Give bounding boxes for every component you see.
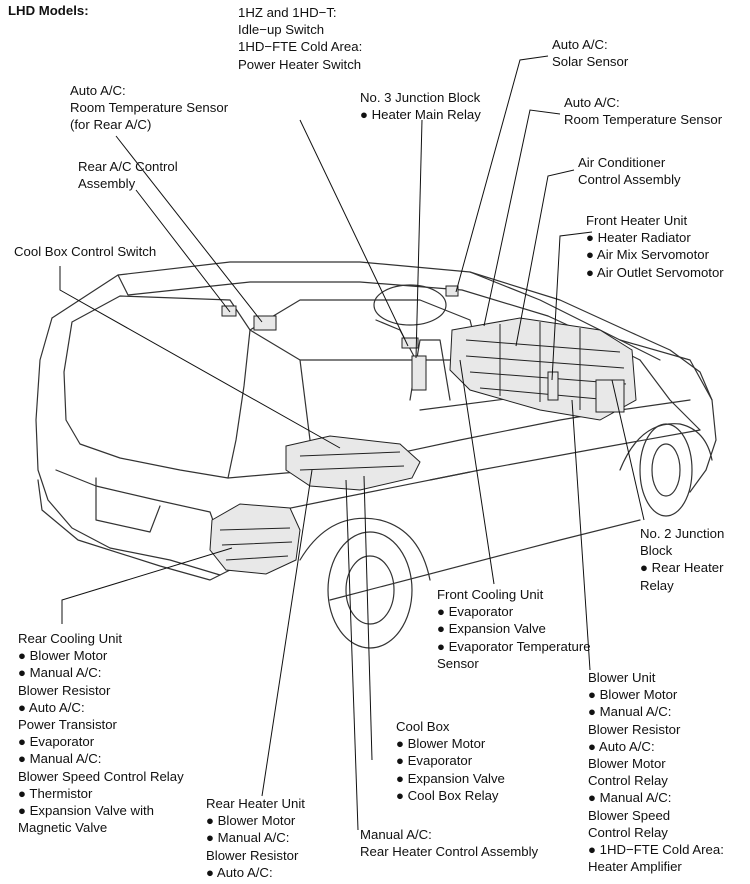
label-line: Sensor (437, 655, 479, 671)
label-line: ● Evaporator Temperature (437, 638, 591, 654)
label-line: Air Conditioner (578, 155, 666, 170)
label-line: ● Manual A/C: (206, 830, 290, 846)
label-line: ● Evaporator (396, 753, 473, 769)
label-line: Cool Box (396, 719, 450, 734)
label-line: No. 2 Junction (640, 526, 725, 541)
label-line: ● Expansion Valve (437, 621, 546, 637)
label-line: Front Cooling Unit (437, 587, 544, 602)
label-line: ● Auto A/C: (206, 864, 273, 880)
leader-lines (59, 55, 645, 831)
components (209, 285, 637, 575)
room-temp-sensor-front-label: Auto A/C: Room Temperature Sensor (564, 94, 722, 128)
label-line: ● Manual A/C: (588, 704, 672, 720)
label-line: ● Blower Motor (206, 813, 296, 829)
label-line: ● Blower Motor (18, 648, 108, 664)
label-line: ● Auto A/C: (18, 699, 85, 715)
label-line: Control Relay (588, 824, 668, 840)
rear-ac-control-label: Rear A/C Control Assembly (78, 158, 178, 192)
label-line: ● Auto A/C: (588, 738, 655, 754)
label-line: ● Evaporator (437, 604, 514, 620)
label-line: Front Heater Unit (586, 213, 688, 228)
label-line: Control Relay (588, 773, 668, 789)
label-line: Magnetic Valve (18, 820, 108, 836)
engine-switches-label: 1HZ and 1HD−T: Idle−up Switch 1HD−FTE Co… (238, 4, 362, 73)
ac-control-assembly-label: Air Conditioner Control Assembly (578, 154, 681, 188)
label-line: Assembly (78, 176, 136, 192)
label-line: ● Manual A/C: (18, 751, 102, 767)
junction-block-3-label: No. 3 Junction Block ● Heater Main Relay (360, 89, 481, 123)
label-line: Solar Sensor (552, 54, 629, 70)
label-line: 1HD−FTE Cold Area: (238, 39, 363, 55)
label-line: ● Manual A/C: (588, 790, 672, 806)
label-line: Blower Motor (588, 756, 666, 772)
label-line: Auto A/C: (552, 37, 608, 52)
label-line: Rear Heater Unit (206, 796, 305, 811)
label-line: Rear Heater Control Assembly (360, 844, 539, 860)
label-line: (for Rear A/C) (70, 117, 152, 133)
label-line: ● Heater Radiator (586, 230, 691, 246)
label-line: Blower Speed (588, 807, 671, 823)
label-line: ● Blower Motor (396, 736, 486, 752)
label-line: ● 1HD−FTE Cold Area: (588, 842, 724, 858)
label-line: Heater Amplifier (588, 859, 682, 875)
label-line: ● Thermistor (18, 785, 93, 801)
cool-box-switch-label: Cool Box Control Switch (14, 243, 156, 260)
cool-box-label: Cool Box ● Blower Motor ● Evaporator ● E… (396, 718, 505, 804)
label-line: 1HZ and 1HD−T: (238, 5, 337, 20)
label-line: Relay (640, 577, 674, 593)
page-title: LHD Models: (8, 3, 89, 18)
label-line: ● Expansion Valve (396, 770, 505, 786)
label-line: ● Manual A/C: (18, 665, 102, 681)
rear-cooling-unit-label: Rear Cooling Unit ● Blower Motor ● Manua… (18, 630, 184, 836)
label-line: Room Temperature Sensor (70, 100, 229, 116)
label-line: ● Rear Heater (640, 560, 724, 576)
blower-unit-label: Blower Unit ● Blower Motor ● Manual A/C:… (588, 669, 724, 875)
label-line: Blower Resistor (206, 847, 299, 863)
label-line: Power Heater Switch (238, 56, 362, 72)
front-heater-unit-label: Front Heater Unit ● Heater Radiator ● Ai… (586, 212, 724, 281)
label-line: No. 3 Junction Block (360, 90, 481, 105)
label-line: Cool Box Control Switch (14, 244, 157, 259)
label-line: ● Air Mix Servomotor (586, 247, 710, 263)
room-temp-sensor-rear-label: Auto A/C: Room Temperature Sensor (for R… (70, 82, 228, 134)
label-line: Auto A/C: (564, 95, 620, 110)
label-line: Room Temperature Sensor (564, 112, 723, 128)
rear-heater-unit-label: Rear Heater Unit ● Blower Motor ● Manual… (206, 795, 305, 881)
label-line: Blower Resistor (18, 682, 111, 698)
label-line: ● Cool Box Relay (396, 787, 499, 803)
label-line: ● Evaporator (18, 734, 95, 750)
label-line: ● Blower Motor (588, 687, 678, 703)
label-line: ● Expansion Valve with (18, 803, 155, 819)
label-line: Auto A/C: (70, 83, 126, 98)
front-cooling-unit-label: Front Cooling Unit ● Evaporator ● Expans… (437, 586, 591, 672)
label-line: Blower Unit (588, 670, 656, 685)
label-line: ● Air Outlet Servomotor (586, 264, 724, 280)
solar-sensor-label: Auto A/C: Solar Sensor (552, 36, 628, 70)
label-line: Block (640, 543, 673, 559)
label-line: Blower Speed Control Relay (18, 768, 184, 784)
label-line: Rear A/C Control (78, 159, 178, 174)
label-line: Idle−up Switch (238, 22, 325, 38)
label-line: ● Heater Main Relay (360, 107, 481, 123)
junction-block-2-label: No. 2 Junction Block ● Rear Heater Relay (640, 525, 724, 594)
label-line: Rear Cooling Unit (18, 631, 123, 646)
label-line: Blower Resistor (588, 721, 681, 737)
label-line: Control Assembly (578, 172, 681, 188)
label-line: Manual A/C: (360, 827, 432, 842)
rear-heater-control-label: Manual A/C: Rear Heater Control Assembly (360, 826, 538, 860)
label-line: Power Transistor (18, 717, 117, 733)
